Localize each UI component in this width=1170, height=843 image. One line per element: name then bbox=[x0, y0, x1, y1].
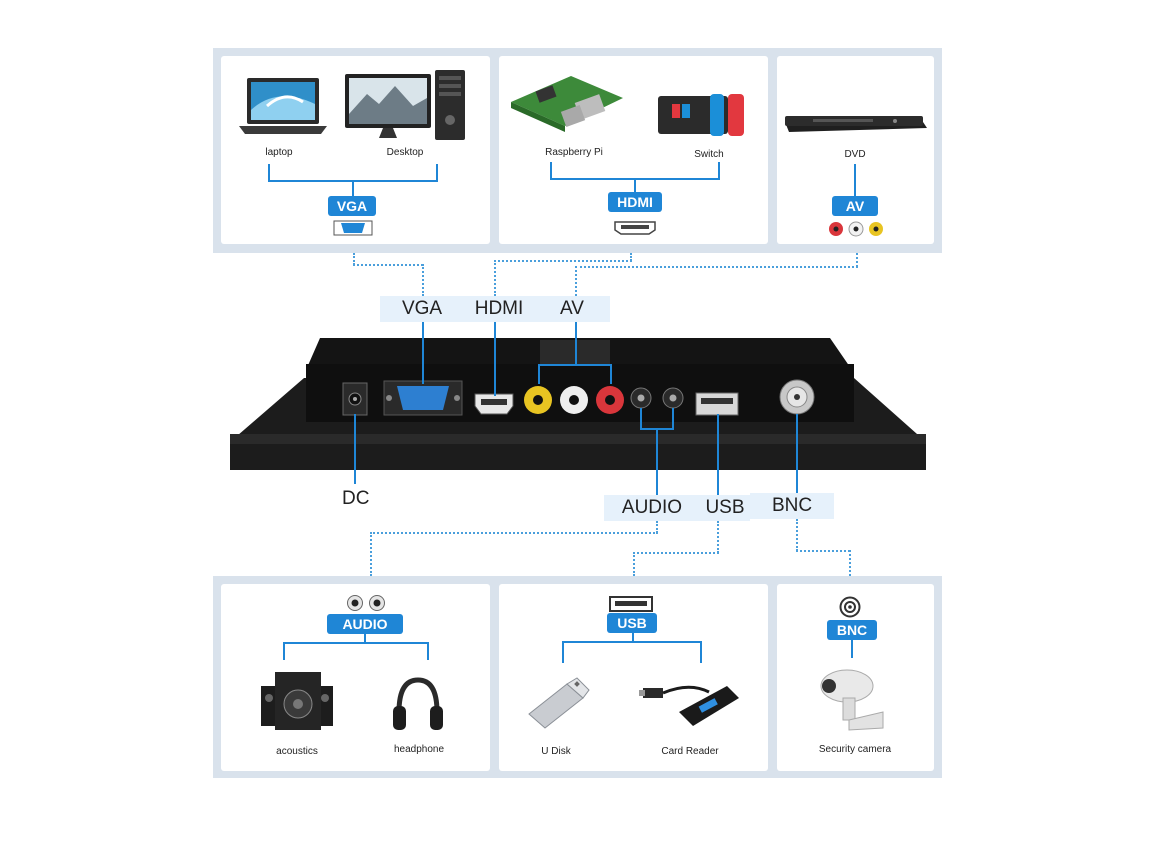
dotted-link bbox=[494, 260, 632, 262]
vga-badge: VGA bbox=[328, 196, 376, 216]
headphone-icon bbox=[393, 677, 443, 730]
connector-line bbox=[634, 178, 636, 192]
callout-dc: DC bbox=[342, 488, 370, 509]
usb-badge: USB bbox=[607, 613, 657, 633]
dotted-link bbox=[370, 532, 372, 576]
audio-badge: AUDIO bbox=[327, 614, 403, 634]
dotted-link bbox=[633, 552, 635, 576]
port-line-audio bbox=[672, 408, 674, 430]
output-label-security-camera: Security camera bbox=[818, 744, 892, 755]
connector-line bbox=[283, 642, 285, 660]
dc-port-icon bbox=[342, 382, 368, 416]
dotted-link bbox=[353, 264, 423, 266]
callout-vga: VGA bbox=[380, 296, 464, 322]
dotted-link bbox=[856, 253, 858, 267]
output-label-card-reader: Card Reader bbox=[661, 746, 719, 757]
dvd-player-icon bbox=[785, 116, 927, 132]
port-line-hdmi bbox=[494, 322, 496, 396]
desktop-icon bbox=[345, 70, 465, 140]
dotted-link bbox=[575, 266, 577, 296]
output-label-headphone: headphone bbox=[393, 744, 445, 755]
bnc-port-device-icon bbox=[779, 379, 815, 415]
vga-source-card: laptop Desktop VGA bbox=[221, 56, 490, 244]
port-line-dc bbox=[354, 414, 356, 484]
connector-line bbox=[632, 633, 634, 643]
port-line-vga bbox=[422, 322, 424, 384]
dotted-link bbox=[494, 260, 496, 296]
dotted-link bbox=[796, 519, 798, 551]
usb-port-device-icon bbox=[695, 392, 739, 416]
connector-line bbox=[364, 634, 366, 644]
usb-port-icon bbox=[609, 596, 653, 612]
output-label-u-disk: U Disk bbox=[541, 746, 571, 757]
callout-audio: AUDIO bbox=[604, 495, 700, 521]
switch-console-icon bbox=[658, 94, 744, 136]
port-line-av bbox=[538, 364, 612, 366]
connector-line bbox=[854, 164, 856, 197]
callout-usb: USB bbox=[700, 495, 750, 521]
source-label-switch: Switch bbox=[694, 149, 724, 160]
connector-line bbox=[283, 642, 429, 644]
raspberry-pi-icon bbox=[511, 76, 623, 132]
dotted-link bbox=[370, 532, 658, 534]
connector-line bbox=[268, 164, 270, 182]
hdmi-port-device-icon bbox=[474, 393, 514, 415]
port-line-av bbox=[538, 364, 540, 384]
callout-hdmi: HDMI bbox=[464, 296, 534, 322]
dotted-link bbox=[575, 266, 858, 268]
port-line-av bbox=[575, 322, 577, 366]
av-source-card: DVD AV bbox=[777, 56, 934, 244]
speakers-icon bbox=[261, 672, 333, 730]
connector-line bbox=[700, 641, 702, 663]
connector-line bbox=[550, 162, 552, 180]
dotted-link bbox=[849, 550, 851, 576]
hdmi-badge: HDMI bbox=[608, 192, 662, 212]
av-rca-ports-icon bbox=[829, 221, 883, 237]
dotted-link bbox=[630, 253, 632, 261]
bnc-port-icon bbox=[839, 596, 861, 618]
hdmi-port-icon bbox=[614, 221, 656, 235]
connector-line bbox=[851, 640, 853, 658]
usb-disk-icon bbox=[528, 677, 590, 729]
bnc-badge: BNC bbox=[827, 620, 877, 640]
output-label-acoustics: acoustics bbox=[276, 746, 318, 757]
card-reader-icon bbox=[639, 685, 739, 726]
callout-av: AV bbox=[534, 296, 610, 322]
usb-output-card: USB U Disk Card Reader bbox=[499, 584, 768, 771]
hdmi-source-card: Raspberry Pi Switch HDMI bbox=[499, 56, 768, 244]
port-line-av bbox=[610, 364, 612, 384]
port-line-usb bbox=[717, 414, 719, 496]
bnc-output-card: BNC Security camera bbox=[777, 584, 934, 771]
vga-port-device-icon bbox=[383, 380, 463, 416]
dotted-link bbox=[422, 264, 424, 296]
port-line-audio bbox=[656, 428, 658, 496]
source-label-raspberry-pi: Raspberry Pi bbox=[545, 147, 603, 158]
source-label-dvd: DVD bbox=[844, 149, 866, 160]
security-camera-icon bbox=[820, 669, 884, 731]
connector-line bbox=[562, 641, 564, 663]
av-rca-ports-device-icon bbox=[524, 386, 624, 414]
dotted-link bbox=[796, 550, 850, 552]
laptop-icon bbox=[239, 78, 327, 134]
dotted-link bbox=[656, 521, 658, 533]
callout-bnc: BNC bbox=[750, 493, 834, 519]
connector-line bbox=[718, 162, 720, 180]
vga-port-icon bbox=[333, 220, 373, 236]
audio-jacks-device-icon bbox=[630, 387, 684, 409]
source-label-laptop: laptop bbox=[265, 147, 293, 158]
audio-output-card: AUDIO acoustics headphone bbox=[221, 584, 490, 771]
connector-line bbox=[562, 641, 702, 643]
connector-line bbox=[427, 642, 429, 660]
dotted-link bbox=[353, 253, 355, 265]
connector-line bbox=[436, 164, 438, 182]
connector-line bbox=[352, 180, 354, 196]
dotted-link bbox=[717, 521, 719, 553]
dotted-link bbox=[633, 552, 719, 554]
port-line-audio bbox=[640, 408, 642, 430]
source-label-desktop: Desktop bbox=[386, 147, 424, 158]
port-line-bnc bbox=[796, 414, 798, 494]
av-badge: AV bbox=[832, 196, 878, 216]
audio-jacks-icon bbox=[347, 595, 385, 611]
